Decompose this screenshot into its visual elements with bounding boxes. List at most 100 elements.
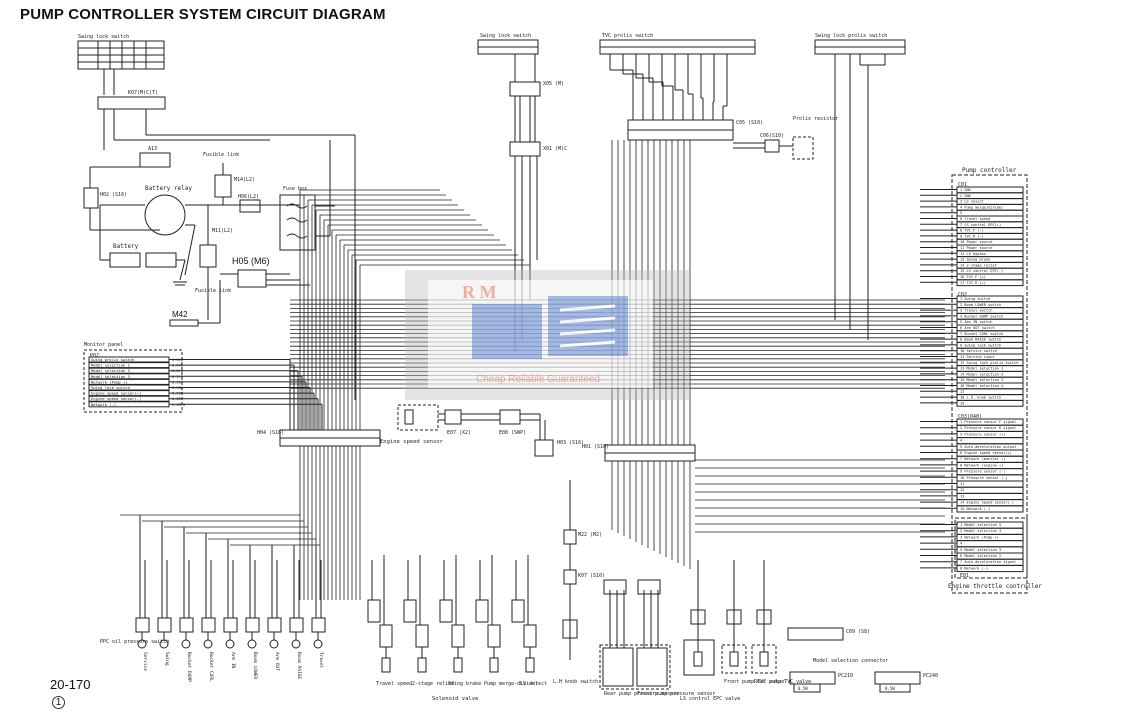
controller-pin-label: 19 <box>960 401 964 405</box>
fusible-link-top-label: Fusible link <box>203 152 239 158</box>
controller-pin-label: 4 Bucket DUMP switch <box>960 314 1003 318</box>
pc240-label: PC240 <box>923 673 938 679</box>
starting-switch-label: Swing lock switch <box>78 34 129 40</box>
solenoid-valve: Travel speed <box>367 555 412 687</box>
controller-pin-row <box>956 486 1024 494</box>
solenoid-valve: LS select <box>511 555 547 687</box>
solenoid-valve: 2-stage relief <box>403 555 454 687</box>
controller-pin-label: 7 Network (monitor +) <box>960 457 1005 461</box>
x01-label: X01 (M)C <box>543 146 567 152</box>
controller-pin-label: 18 L.H. knob switch <box>960 396 1001 400</box>
monitor-pin-name: Swing prolix switch <box>91 357 134 362</box>
k07-label: K07(M)C(T) <box>128 90 158 96</box>
controller-pin-label: 3 Network (Pump +) <box>960 535 999 539</box>
ppc-switch-label: Bucket DUMP <box>186 652 192 682</box>
ppc-pressure-switch: Boom RAISE <box>289 545 304 679</box>
controller-pin-label: 8 Network (-) <box>960 566 988 570</box>
fuse-box-label: Fuse box <box>283 186 307 192</box>
controller-pin-label: 11 Service input <box>960 355 995 359</box>
monitor-pin-name: Engine speed sensor(-) <box>91 396 141 401</box>
e07-connector <box>444 409 462 425</box>
controller-pin-label: 8 TVC F (-) <box>960 229 984 233</box>
controller-pin-row <box>956 480 1024 488</box>
fusible-link-bottom-label: Fusible link <box>195 288 231 294</box>
solenoid-valve-label: LS select <box>520 681 547 687</box>
ppc-pressure-switch: Arm IN <box>223 539 238 669</box>
controller-pin-label: 3 Pressure sensor (+) <box>960 432 1005 436</box>
controller-pin-label: 12 LS bypass <box>960 252 986 256</box>
page-title: PUMP CONTROLLER SYSTEM CIRCUIT DIAGRAM <box>20 6 386 23</box>
controller-pin-label: 6 Model selection 2 <box>960 554 1001 558</box>
prolix-resistor-label: Prolix resistor <box>793 116 838 122</box>
controller-pin-label: 1 GND <box>960 188 971 192</box>
front-pump-pressure-sensor <box>636 579 668 687</box>
solenoid-valve-label: Swing brake <box>448 681 481 687</box>
ppc-label: PPC oil pressure switch <box>100 639 169 645</box>
swing-lock-prolix-switch-label: Swing lock prolix switch <box>815 33 887 39</box>
solenoid-valve: Swing brake <box>439 555 481 687</box>
front-tvc-label: Front pump TVC valve <box>724 679 784 685</box>
engine-throttle-controller <box>954 517 1028 579</box>
x05-label: X05 (M) <box>543 81 564 87</box>
controller-pin-label: 15 Network (-) <box>960 507 990 511</box>
e08-label: E08 (SWP) <box>499 430 526 436</box>
monitor-pin-name: Model selection 3 <box>91 374 130 379</box>
solenoid-valve: Pump merge-divider <box>475 555 538 687</box>
c09-connector <box>787 627 844 641</box>
prolix-resistor <box>792 136 814 160</box>
c02-label: C02 <box>958 292 967 298</box>
x01-connector <box>509 141 541 157</box>
monitor-pin-name: Engine speed sensor(+) <box>91 391 141 396</box>
pc210-label: PC210 <box>838 673 853 679</box>
ppc-switch-label: Service <box>142 652 148 671</box>
front-sensor-label: Front pump pressure sensor <box>637 691 715 697</box>
pump-controller-label: Pump controller <box>962 167 1017 174</box>
h02-connector <box>83 187 99 209</box>
ppc-switch-label: Arm OUT <box>274 652 280 671</box>
controller-pin-label: 14 Engine speed sensor(-) <box>960 501 1014 505</box>
controller-pin-label: 12 <box>960 488 964 492</box>
rear-tvc-label: Rear pump TVC valve <box>754 679 811 685</box>
controller-pin-label: 9 Pressure sensor (-) <box>960 470 1005 474</box>
controller-pin-label: 7 Auto-deceleration signal <box>960 560 1016 564</box>
pc240-connector <box>874 671 921 685</box>
tvc-prolix-switch-label: TVC prolix switch <box>602 33 653 39</box>
c01-label: C01 <box>958 182 967 188</box>
m22-connector <box>563 529 577 545</box>
controller-pin-label: 16 TVC F (+) <box>960 275 986 279</box>
ppc-switch-label: Swing <box>164 652 170 666</box>
monitor-pin-name: Model selection 2 <box>91 368 130 373</box>
controller-pin-label: 17 TVC R (+) <box>960 281 986 285</box>
ppc-switch-label: Boom RAISE <box>296 652 302 679</box>
m42-label: M42 <box>172 310 188 319</box>
p02-label: P02 <box>90 353 99 359</box>
c03-label: C03(040) <box>958 414 982 420</box>
controller-pin-label: 5 Model selection 3 <box>960 548 1001 552</box>
engine-speed-sensor-label: Engine speed sensor <box>380 439 444 445</box>
battery-relay-label: Battery relay <box>145 185 192 192</box>
swing-lock-switch-label: Swing lock switch <box>480 33 531 39</box>
ppc-pressure-switch: Swing <box>157 521 172 666</box>
engine-speed-sensor <box>397 404 439 431</box>
starting-switch <box>77 40 165 70</box>
revision-mark: 1 <box>52 696 65 709</box>
controller-pin-label: 6 Arm OUT switch <box>960 326 995 330</box>
k07-connector <box>97 96 166 110</box>
x05-connector <box>509 81 541 97</box>
controller-pin-label: 14 Model selection 2 <box>960 372 1003 376</box>
controller-pin-label: 16 Model selection 4 <box>960 384 1003 388</box>
controller-pin-label: 5 Arm IN switch <box>960 320 992 324</box>
controller-pin-label: 15 Model selection 3 <box>960 378 1003 382</box>
controller-pin-label: 3 LS select <box>960 200 984 204</box>
pump-controller <box>951 174 1028 594</box>
watermark-tagline: Cheap Reliable Guaranteed <box>476 374 600 385</box>
monitor-pin-name: Model selection 1 <box>91 363 131 368</box>
controller-pin-label: 1 Model selection 5 <box>960 523 1001 527</box>
model-selection-connector-label: Model selection connector <box>813 658 888 664</box>
ppc-pressure-switch: Bucket CURL <box>201 533 216 682</box>
m11-connector <box>199 244 217 268</box>
h05-m6-label: H05 (M6) <box>232 256 270 266</box>
monitor-pin-name: Network (-) <box>91 402 116 407</box>
controller-pin-label: 7 Bucket CURL switch <box>960 332 1003 336</box>
